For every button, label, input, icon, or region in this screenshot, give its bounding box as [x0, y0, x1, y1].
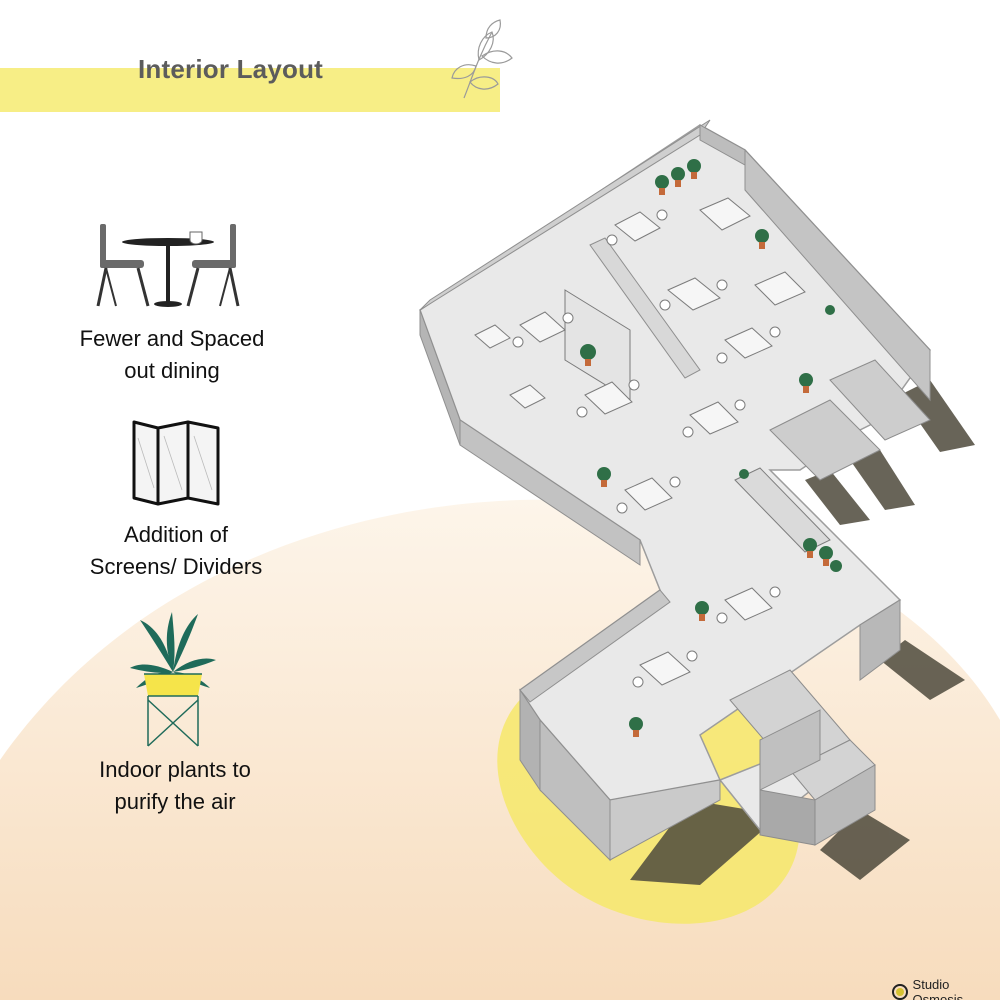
- feature-label-dining-line2: out dining: [124, 358, 220, 383]
- feature-label-plants-line2: purify the air: [114, 789, 236, 814]
- plan-walls: [419, 119, 931, 862]
- feature-label-dining: Fewer and Spaced out dining: [42, 323, 302, 387]
- plan-bar-counter: [734, 467, 831, 553]
- leaf-sprig-icon: [451, 19, 513, 99]
- plan-dining-tables: [474, 197, 806, 686]
- folding-screen-icon: [132, 420, 220, 506]
- feature-label-screens: Addition of Screens/ Dividers: [46, 519, 306, 583]
- brand-signature: Studio Osmosis: [892, 977, 1000, 1000]
- page-title: Interior Layout: [138, 54, 324, 84]
- feature-label-plants-line1: Indoor plants to: [99, 757, 251, 782]
- osmosis-logo-icon: [892, 984, 908, 1000]
- potted-plant-icon: [130, 612, 216, 747]
- plan-chairs: [512, 209, 781, 688]
- plan-plants: [580, 159, 842, 737]
- feature-label-plants: Indoor plants to purify the air: [45, 754, 305, 818]
- plan-service-rooms: [729, 359, 931, 846]
- title-highlight-band: [0, 68, 500, 112]
- plan-central-partition: [589, 237, 701, 379]
- feature-label-dining-line1: Fewer and Spaced: [79, 326, 265, 351]
- feature-label-screens-line1: Addition of: [124, 522, 228, 547]
- feature-label-screens-line2: Screens/ Dividers: [89, 554, 263, 579]
- dining-table-icon: [96, 224, 240, 307]
- brand-name: Studio Osmosis: [912, 977, 964, 1000]
